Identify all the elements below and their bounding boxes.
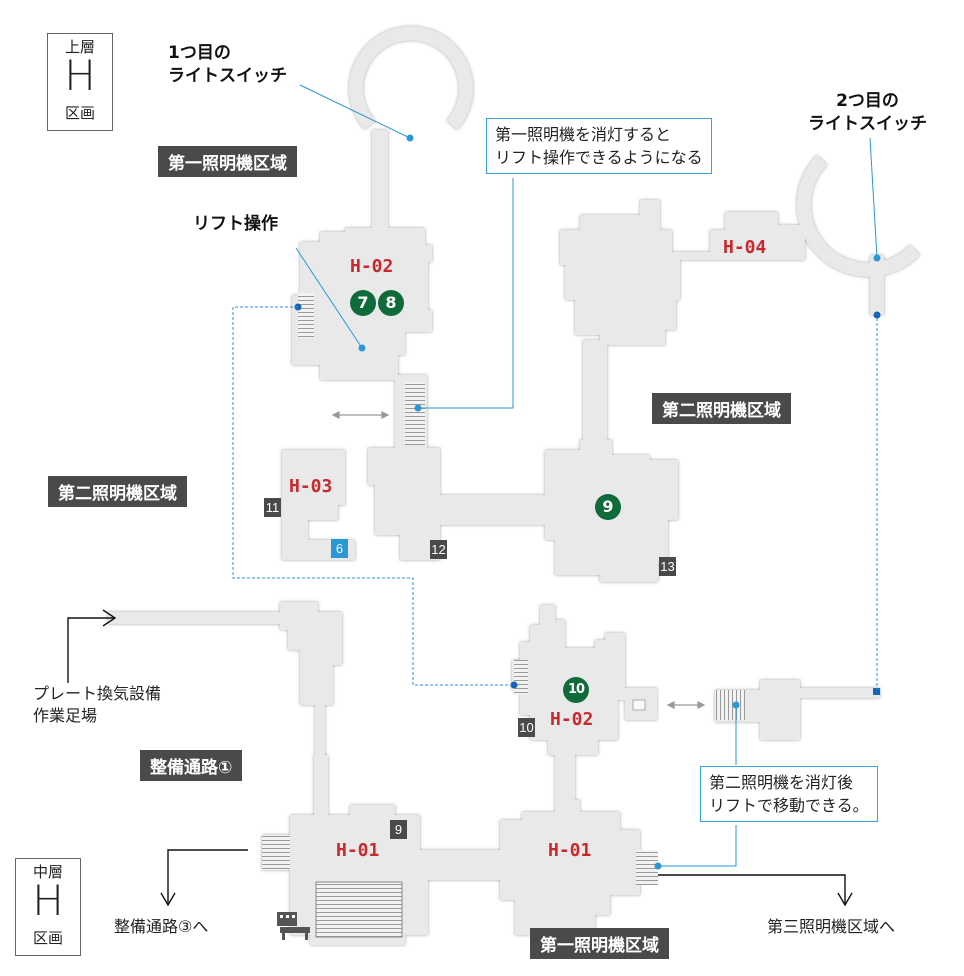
room-north-shape (560, 200, 805, 345)
room-h01-right-shape (500, 800, 640, 935)
room-label-h01-left: H-01 (336, 840, 380, 861)
square-marker-13[interactable]: 13 (659, 557, 676, 576)
dashed-lift-links (232, 306, 878, 690)
area-label-second-left: 第二照明機区域 (48, 476, 187, 507)
area-label-first-upper: 第一照明機区域 (158, 146, 297, 177)
stairs (262, 293, 745, 938)
lift-operation-label: リフト操作 (193, 214, 278, 234)
area-label-first-lower: 第一照明機区域 (530, 928, 669, 959)
note-box-second-line2: リフトで移動できる。 (709, 796, 869, 815)
plate-walkway-line2: 作業足場 (33, 706, 98, 725)
switch-2-label: 2つ目の ライトスイッチ (808, 90, 927, 136)
ring-switch-2 (796, 155, 921, 277)
room-label-h02-lower: H-02 (550, 709, 594, 730)
room-label-h01-right: H-01 (548, 840, 592, 861)
note-box-first-light: 第一照明機を消灯すると リフト操作できるようになる (486, 118, 712, 174)
legend-middle-floor: 中層 H 区画 (15, 858, 81, 956)
blue-anchor-dots (294, 303, 881, 695)
plate-room-shape (280, 602, 342, 760)
marker-10-icon[interactable]: 10 (563, 677, 589, 703)
room-label-h04: H-04 (723, 237, 767, 258)
room-lift-east-shape (715, 680, 880, 740)
area-label-corridor-1: 整備通路① (140, 750, 243, 781)
switch-1-line2: ライトスイッチ (168, 66, 287, 86)
note-box-second-light: 第二照明機を消灯後 リフトで移動できる。 (700, 766, 878, 822)
legend-middle-section: 区画 (32, 929, 63, 947)
legend-middle-level: 中層 (32, 863, 63, 881)
black-arrows (67, 609, 853, 907)
to-third-area-label: 第三照明機区域へ (767, 917, 896, 936)
to-corridor-3-label: 整備通路③へ (114, 917, 209, 936)
legend-upper-level: 上層 (64, 38, 95, 56)
plate-walkway-label: プレート換気設備 作業足場 (33, 683, 161, 727)
switch-1-line1: 1つ目の (168, 43, 231, 63)
square-marker-11[interactable]: 11 (264, 498, 281, 517)
legend-upper-floor: 上層 H 区画 (47, 33, 113, 131)
area-label-second-right: 第二照明機区域 (652, 393, 791, 424)
legend-upper-section: 区画 (64, 104, 95, 122)
leader-dots (358, 134, 881, 870)
note-box-first-line1: 第一照明機を消灯すると (495, 125, 672, 144)
marker-7-icon[interactable]: 7 (350, 290, 376, 316)
workbench-icon (277, 912, 310, 940)
leader-lines (295, 84, 878, 867)
legend-upper-letter: H (64, 51, 96, 100)
marker-9-icon[interactable]: 9 (595, 494, 621, 520)
room-label-h03: H-03 (289, 476, 333, 497)
room-h03-shape (282, 450, 355, 560)
switch-1-label: 1つ目の ライトスイッチ (168, 42, 287, 88)
marker-8-icon[interactable]: 8 (378, 290, 404, 316)
square-marker-9[interactable]: 9 (390, 820, 407, 839)
gray-arrows (331, 411, 706, 709)
note-box-first-line2: リフト操作できるようになる (495, 148, 703, 167)
legend-middle-letter: H (32, 876, 64, 925)
plate-walkway-line1: プレート換気設備 (33, 684, 162, 703)
square-marker-12[interactable]: 12 (430, 540, 447, 559)
switch-2-line2: ライトスイッチ (808, 114, 927, 134)
ring-switch-1 (349, 26, 473, 130)
note-box-second-line1: 第二照明機を消灯後 (709, 773, 854, 792)
square-marker-6[interactable]: 6 (331, 539, 348, 558)
square-marker-10[interactable]: 10 (518, 718, 535, 737)
switch-2-line1: 2つ目の (836, 91, 899, 111)
room-12-shape (368, 448, 548, 560)
room-label-h02-upper: H-02 (350, 256, 394, 277)
